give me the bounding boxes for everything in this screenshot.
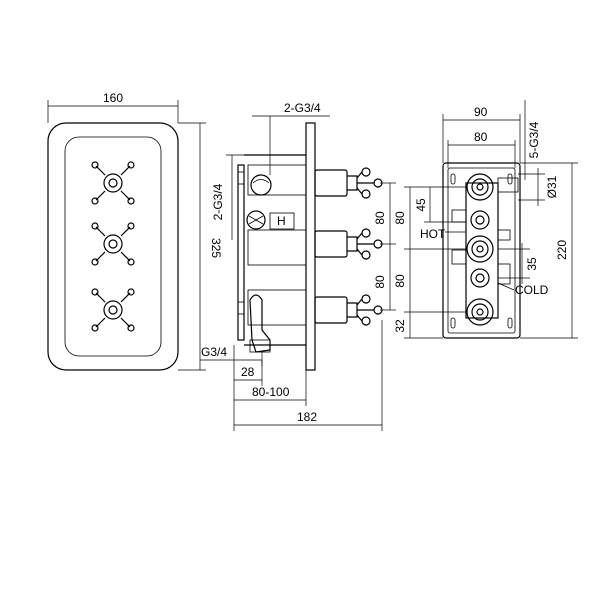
back-spacing-upper-label: 80	[393, 211, 407, 225]
side-view: H	[200, 101, 396, 431]
side-inlet-dimension: G3/4	[200, 345, 263, 366]
front-width-label: 160	[103, 91, 123, 105]
back-offset-35-label: 35	[525, 257, 539, 271]
side-mount-bar	[237, 164, 245, 341]
back-inner-width-label: 80	[474, 130, 488, 144]
side-adjust-label: 80-100	[252, 385, 290, 399]
side-depth-dimension: 182	[233, 320, 383, 431]
back-diameter-dimension: Ø31	[518, 168, 559, 206]
back-outlets-label: 5-G3/4	[527, 121, 541, 158]
back-cold-label: COLD	[515, 283, 549, 297]
back-outlet-5	[466, 298, 494, 326]
back-outlets-dimension: 5-G3/4	[524, 100, 541, 180]
front-width-dimension: 160	[47, 91, 179, 123]
handle-bottom	[91, 288, 135, 332]
front-height-label: 325	[209, 238, 223, 258]
side-outlet-left-label: 2-G3/4	[211, 183, 225, 220]
back-diameter-label: Ø31	[545, 175, 559, 198]
back-spacing-lower-label: 80	[393, 274, 407, 288]
back-offset-35-dimension: 35	[498, 243, 539, 284]
back-top-offset-dimension: 45	[414, 187, 466, 223]
back-outlet-2	[470, 210, 490, 230]
handle-top	[91, 161, 135, 205]
back-height-dimension: 220	[520, 162, 578, 339]
back-height-label: 220	[555, 240, 569, 260]
side-offset-label: 28	[241, 365, 255, 379]
back-cold-callout: COLD	[497, 282, 549, 297]
back-outlet-4	[470, 268, 490, 288]
side-adjust-dimension: 80-100	[233, 370, 307, 406]
side-outlet-dimension: 2-G3/4	[252, 101, 330, 175]
back-outer-width-label: 90	[474, 105, 488, 119]
side-depth-label: 182	[297, 410, 317, 424]
side-spacing-lower-label: 80	[373, 275, 387, 289]
back-hot-callout: HOT	[420, 227, 466, 241]
back-outer-width-dimension: 90	[442, 105, 521, 163]
back-top-offset-label: 45	[414, 198, 428, 212]
front-plate-inner	[64, 136, 162, 357]
back-view: 90 80 5-G3/4 Ø31 220	[393, 100, 578, 339]
back-left-dimensions: 80 80 32	[393, 186, 466, 339]
side-outlet-label: 2-G3/4	[284, 101, 321, 115]
back-inner-width-dimension: 80	[447, 130, 516, 168]
side-inlet-label: G3/4	[201, 345, 227, 359]
side-outlet-left-dimension: 2-G3/4	[211, 154, 244, 240]
svg-text:H: H	[277, 214, 286, 228]
back-outlet-1	[466, 173, 494, 201]
side-plate	[305, 122, 316, 371]
back-bracket	[442, 162, 521, 339]
back-outlet-3	[466, 235, 494, 263]
front-plate-outer	[47, 122, 179, 371]
side-spacing-dimensions: 80 80	[373, 182, 396, 311]
front-view: 160 325	[47, 91, 223, 371]
side-spacing-upper-label: 80	[373, 211, 387, 225]
handle-middle	[91, 222, 135, 266]
back-bottom-label: 32	[393, 319, 407, 333]
front-height-dimension: 325	[178, 122, 223, 371]
side-offset-dimension: 28	[233, 345, 263, 386]
back-hot-label: HOT	[420, 227, 446, 241]
